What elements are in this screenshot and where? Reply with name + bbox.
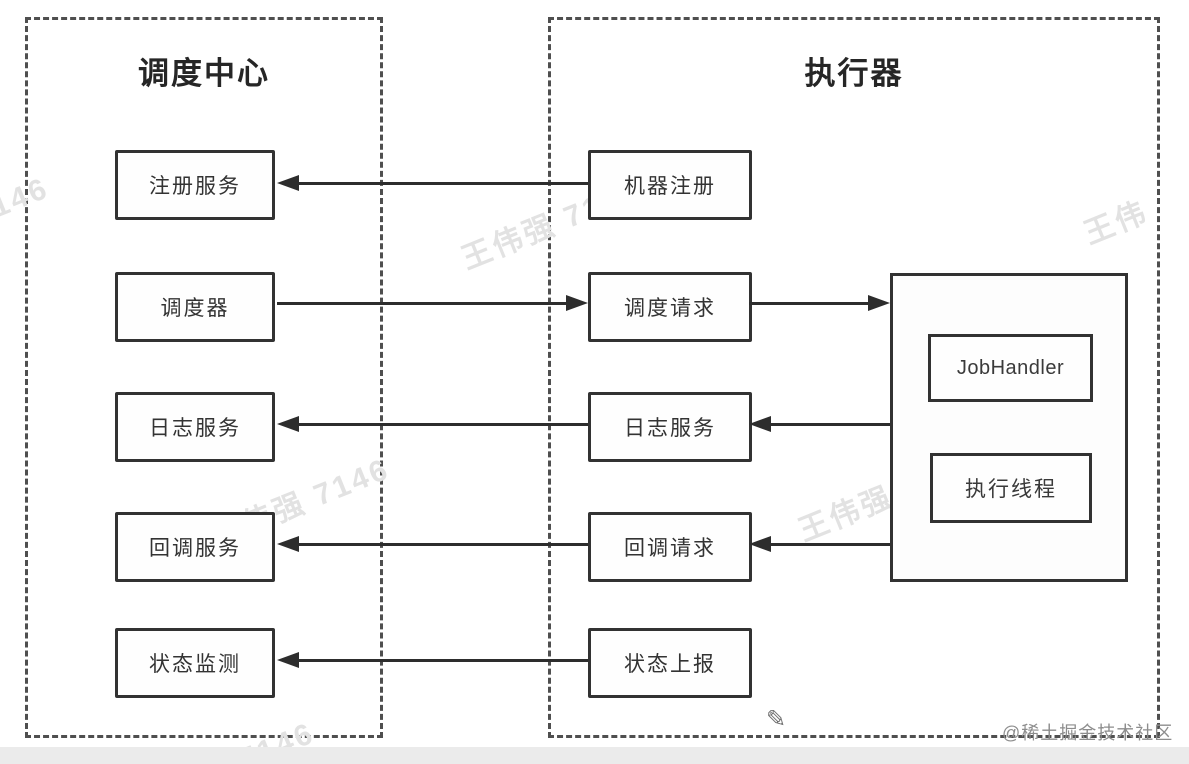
node-scheduler: 调度器	[115, 272, 275, 342]
arrow-machine-register-to-registry	[297, 182, 588, 185]
scheduling-center-title: 调度中心	[138, 56, 270, 91]
panel-executor	[548, 17, 1160, 738]
node-schedule-request: 调度请求	[588, 272, 752, 342]
arrow-schedule-request-to-executor	[749, 302, 870, 305]
bottom-gray-strip	[0, 747, 1189, 764]
arrowhead-left-icon	[749, 416, 771, 432]
executor-internal-box	[890, 273, 1128, 582]
node-log-service-center: 日志服务	[115, 392, 275, 462]
arrow-status-report-to-status-monitor	[297, 659, 588, 662]
arrow-log-executor-to-log-center	[297, 423, 588, 426]
arrowhead-left-icon	[277, 536, 299, 552]
arrow-executor-to-log-executor	[769, 423, 890, 426]
arrow-callback-request-to-callback-service	[297, 543, 588, 546]
arrowhead-left-icon	[277, 652, 299, 668]
arrowhead-right-icon	[566, 295, 588, 311]
arrowhead-left-icon	[277, 416, 299, 432]
node-jobhandler: JobHandler	[928, 334, 1093, 402]
node-callback-request: 回调请求	[588, 512, 752, 582]
node-status-report: 状态上报	[588, 628, 752, 698]
arrow-scheduler-to-schedule-request	[277, 302, 568, 305]
node-log-service-executor: 日志服务	[588, 392, 752, 462]
node-status-monitor: 状态监测	[115, 628, 275, 698]
executor-title: 执行器	[804, 56, 904, 91]
node-registry-service: 注册服务	[115, 150, 275, 220]
node-machine-register: 机器注册	[588, 150, 752, 220]
node-exec-thread: 执行线程	[930, 453, 1092, 523]
node-callback-service: 回调服务	[115, 512, 275, 582]
arrow-executor-to-callback-request	[769, 543, 890, 546]
arrowhead-right-icon	[868, 295, 890, 311]
pencil-icon: ✎	[766, 706, 787, 733]
arrowhead-left-icon	[277, 175, 299, 191]
arrowhead-left-icon	[749, 536, 771, 552]
juejin-credit-watermark: @稀土掘金技术社区	[1002, 723, 1174, 743]
panel-scheduling-center	[25, 17, 383, 738]
